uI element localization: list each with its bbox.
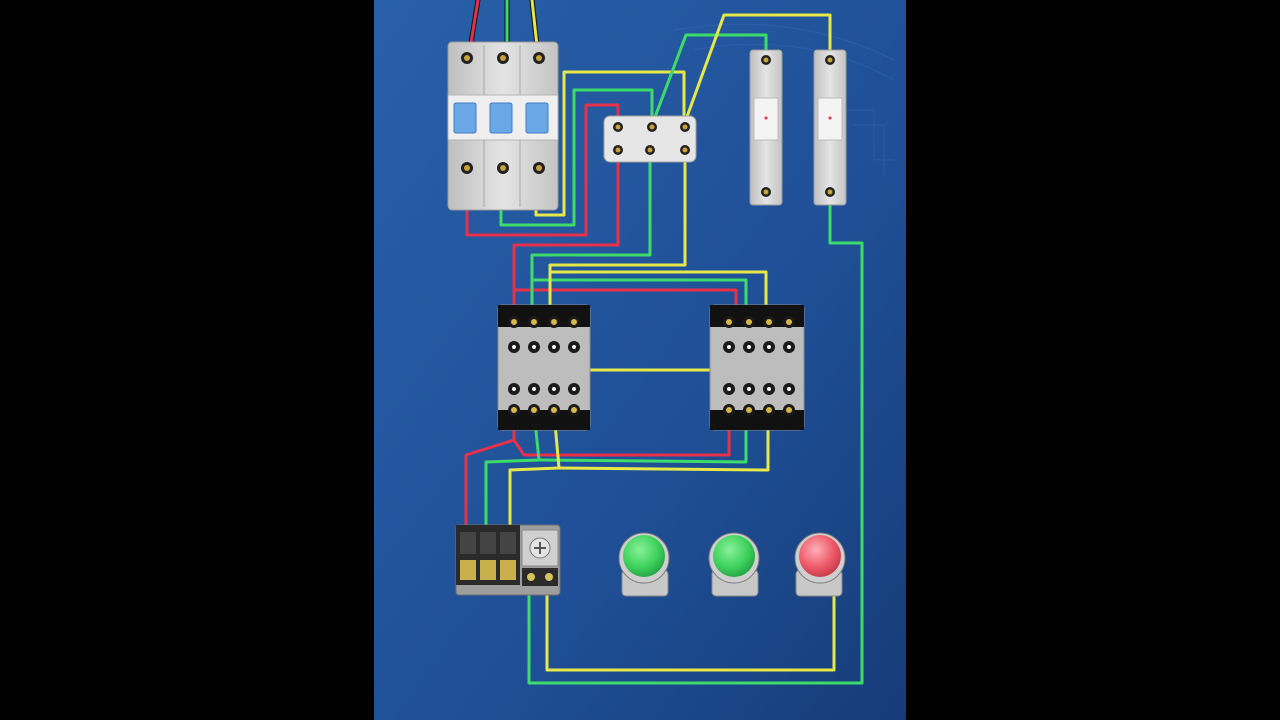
- wiring-panel: [374, 0, 906, 720]
- wire-terminal-green-to-contactors: [530, 148, 748, 322]
- contactor-terminal-screw: [786, 319, 792, 325]
- wire-fuse2-control-loop: [527, 198, 864, 685]
- forward-start-push-button[interactable]: [618, 532, 670, 597]
- contactor-terminal-screw: [727, 387, 731, 391]
- contactor-terminal-screw: [512, 387, 516, 391]
- contactor-terminal-screw: [551, 319, 557, 325]
- left-letterbox: [0, 0, 374, 720]
- contactor-terminal-screw: [511, 407, 517, 413]
- contactor-forward: [497, 304, 591, 431]
- contactor-terminal-screw: [767, 387, 771, 391]
- contactor-terminal-screw: [746, 319, 752, 325]
- wire-breaker-red-out: [465, 103, 620, 237]
- breaker-toggle-3[interactable]: [525, 102, 549, 134]
- contactor-terminal-screw: [747, 387, 751, 391]
- contactor-terminal-screw: [552, 387, 556, 391]
- contactor-terminal-screw: [531, 319, 537, 325]
- wire-terminal-red-to-contactors: [512, 148, 738, 322]
- contactor-terminal-screw: [532, 387, 536, 391]
- thermal-overload-relay: [455, 524, 561, 596]
- contactor-terminal-screw: [531, 407, 537, 413]
- contactor-reverse: [709, 304, 805, 431]
- wire-contactor-yellow-to-relay: [508, 410, 561, 537]
- wire-contactor-green-to-relay: [484, 410, 541, 537]
- contactor-terminal-screw: [787, 387, 791, 391]
- contactor-terminal-screw: [532, 345, 536, 349]
- contactor-terminal-screw: [746, 407, 752, 413]
- wire-relay-to-stop-button: [545, 578, 836, 672]
- contactor-terminal-screw: [552, 345, 556, 349]
- wire-terminal-yellow-to-contactors: [548, 148, 768, 322]
- contactor-terminal-screw: [571, 407, 577, 413]
- wire-terminal-to-fuse1: [650, 33, 768, 127]
- contactor-terminal-screw: [766, 319, 772, 325]
- stop-push-button[interactable]: [794, 532, 846, 597]
- fuse-holder-1: [749, 49, 783, 206]
- wire-breaker-yellow-out: [534, 70, 686, 217]
- background-circuit-pattern: [673, 23, 895, 175]
- contactor-terminal-screw: [551, 407, 557, 413]
- contactor-terminal-screw: [726, 407, 732, 413]
- circuit-breaker: [447, 41, 559, 211]
- wire-breaker-green-out: [499, 88, 654, 227]
- wire-terminal-to-fuse2: [682, 13, 832, 127]
- breaker-toggle-1[interactable]: [453, 102, 477, 134]
- contactor-terminal-screw: [787, 345, 791, 349]
- contactor-terminal-screw: [786, 407, 792, 413]
- contactor-terminal-screw: [572, 387, 576, 391]
- contactor-terminal-screw: [727, 345, 731, 349]
- breaker-toggle-2[interactable]: [489, 102, 513, 134]
- contactor-terminal-screw: [511, 319, 517, 325]
- contactor-terminal-screw: [766, 407, 772, 413]
- contactor-terminal-screw: [726, 319, 732, 325]
- contactor-terminal-screw: [747, 345, 751, 349]
- contactor-terminal-screw: [512, 345, 516, 349]
- wiring-diagram: [374, 0, 906, 720]
- terminal-block: [603, 115, 697, 163]
- contactor-terminal-screw: [767, 345, 771, 349]
- reverse-start-push-button[interactable]: [708, 532, 760, 597]
- right-letterbox: [906, 0, 1280, 720]
- contactor-terminal-screw: [572, 345, 576, 349]
- relay-adjust-dial-icon[interactable]: [529, 537, 551, 559]
- contactor-terminal-screw: [571, 319, 577, 325]
- fuse-holder-2: [813, 49, 847, 206]
